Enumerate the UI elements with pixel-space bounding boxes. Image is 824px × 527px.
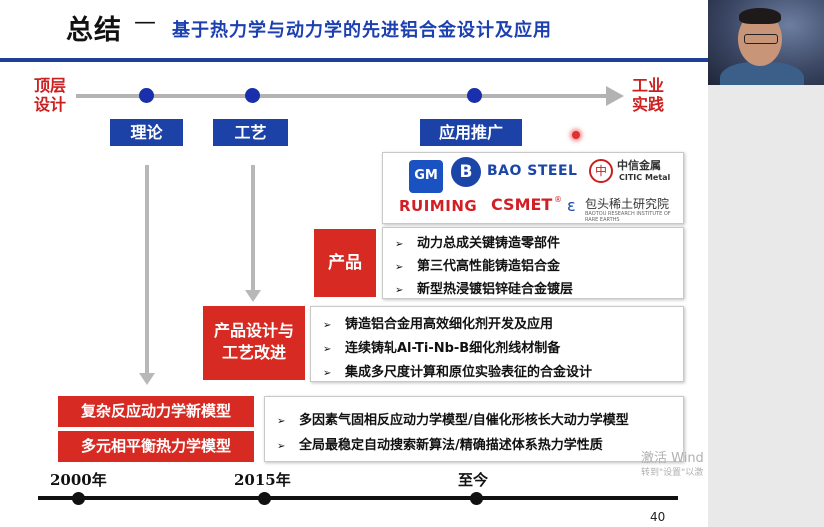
process-down-arrow-line [251, 165, 255, 290]
theory-down-arrow-line [145, 165, 149, 373]
bullet-icon: ➢ [277, 441, 286, 452]
timeline-dot-2000 [72, 492, 85, 505]
stage-dot-process [245, 88, 260, 103]
process-item-1: ➢铸造铝合金用高效细化剂开发及应用 [323, 317, 554, 332]
theory-down-arrow-head [139, 373, 155, 385]
process-label-box: 产品设计与 工艺改进 [203, 306, 305, 380]
gm-logo: GM [409, 160, 443, 193]
timeline-dot-present [470, 492, 483, 505]
citic-metal-subtitle: CITIC Metal [619, 173, 671, 182]
page-number: 40 [650, 510, 666, 524]
product-item-1: ➢动力总成关键铸造零部件 [395, 236, 561, 251]
partner-logos-panel: GM B BAO STEEL 中 中信金属 CITIC Metal RUIMIN… [382, 152, 684, 224]
baotou-institute-logo: 包头稀土研究院 [585, 197, 670, 211]
year-present: 至今 [458, 471, 489, 489]
bullet-icon: ➢ [395, 239, 404, 250]
csmet-logo: CSMET [491, 195, 553, 214]
industrial-practice-label: 工业 实践 [632, 76, 665, 114]
windows-activation-hint: 转到"设置"以激 [641, 468, 704, 478]
kinetics-model-label: 复杂反应动力学新模型 [58, 396, 254, 427]
bullet-icon: ➢ [395, 285, 404, 296]
stage-dot-theory [139, 88, 154, 103]
baotou-institute-subtitle: BAOTOU RESEARCH INSTITUTE OF RARE EARTHS [585, 211, 671, 223]
process-down-arrow-head [245, 290, 261, 302]
presenter-hair [739, 8, 781, 24]
timeline-arrow-line [76, 94, 614, 98]
top-design-label: 顶层 设计 [34, 76, 67, 114]
year-2015: 2015年 [234, 471, 291, 489]
slide-subtitle: 基于热力学与动力学的先进铝合金设计及应用 [172, 20, 552, 41]
stage-application: 应用推广 [420, 119, 522, 146]
baosteel-logo: BAO STEEL [487, 163, 578, 179]
thermodynamics-model-label: 多元相平衡热力学模型 [58, 431, 254, 462]
product-item-3: ➢新型热浸镀铝锌硅合金镀层 [395, 282, 574, 297]
process-list-box: ➢铸造铝合金用高效细化剂开发及应用 ➢连续铸轧Al-Ti-Nb-B细化剂线材制备… [310, 306, 684, 382]
model-item-1: ➢多因素气固相反应动力学模型/自催化形核长大动力学模型 [277, 413, 629, 428]
title-dash: — [134, 10, 156, 35]
title-underline [0, 58, 708, 62]
presentation-slide: 总结 — 基于热力学与动力学的先进铝合金设计及应用 顶层 设计 工业 实践 理论… [0, 0, 708, 527]
slide-title: 总结 [66, 15, 122, 46]
citic-metal-logo: 中信金属 [617, 159, 661, 172]
process-item-2: ➢连续铸轧Al-Ti-Nb-B细化剂线材制备 [323, 341, 561, 356]
models-list-box: ➢多因素气固相反应动力学模型/自催化形核长大动力学模型 ➢全局最稳定自动搜索新算… [264, 396, 684, 462]
presenter-glasses [744, 34, 778, 44]
stage-theory: 理论 [110, 119, 183, 146]
product-item-2: ➢第三代高性能铸造铝合金 [395, 259, 561, 274]
product-list-box: ➢动力总成关键铸造零部件 ➢第三代高性能铸造铝合金 ➢新型热浸镀铝锌硅合金镀层 [382, 227, 684, 299]
bullet-icon: ➢ [323, 320, 332, 331]
stage-process: 工艺 [213, 119, 288, 146]
registered-mark: ® [554, 195, 562, 204]
bullet-icon: ➢ [277, 416, 286, 427]
windows-activation-watermark: 激活 Wind [641, 451, 704, 466]
presenter-body [720, 62, 804, 85]
bullet-icon: ➢ [323, 368, 332, 379]
baotou-icon: ε [567, 196, 576, 215]
citic-icon: 中 [589, 159, 613, 183]
bullet-icon: ➢ [323, 344, 332, 355]
product-label-box: 产品 [314, 229, 376, 297]
model-item-2: ➢全局最稳定自动搜索新算法/精确描述体系热力学性质 [277, 438, 603, 453]
stage-dot-application [467, 88, 482, 103]
baosteel-icon: B [451, 157, 481, 187]
laser-pointer-icon [572, 131, 580, 139]
year-2000: 2000年 [50, 471, 107, 489]
bottom-timeline-line [38, 496, 678, 500]
ruiming-logo: RUIMING [399, 197, 478, 215]
bullet-icon: ➢ [395, 262, 404, 273]
timeline-dot-2015 [258, 492, 271, 505]
timeline-arrow-head [606, 86, 624, 106]
process-item-3: ➢集成多尺度计算和原位实验表征的合金设计 [323, 365, 593, 380]
webcam-thumbnail[interactable] [708, 0, 824, 85]
